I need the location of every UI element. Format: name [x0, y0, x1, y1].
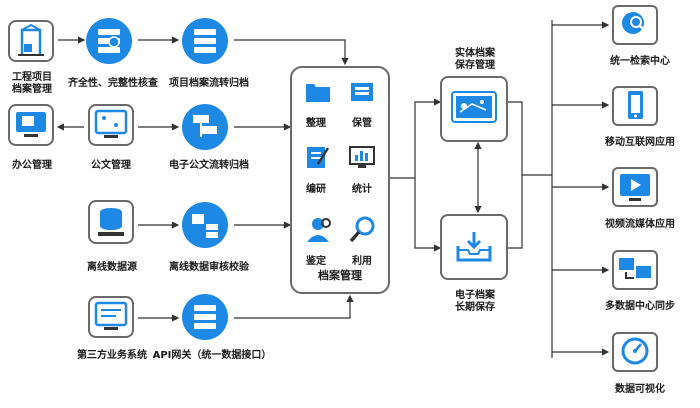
unified-search-label: 统一检索中心 — [610, 56, 670, 67]
item-organize: 整理 — [306, 118, 326, 129]
search-magnifier-icon — [348, 214, 378, 248]
completeness-check-icon — [86, 18, 132, 64]
multi-dc-sync-label: 多数据中心同步 — [605, 301, 675, 312]
item-statistics: 统计 — [352, 184, 372, 195]
item-compile: 编研 — [306, 184, 326, 195]
engineering-label: 工程项目 档案管理 — [12, 72, 52, 95]
offline-review-icon — [182, 202, 228, 248]
official-doc-label: 公文管理 — [91, 160, 131, 171]
official-doc-icon — [88, 104, 134, 146]
archive-management-box: 整理 保管 编研 统计 鉴定 利用 档案管理 — [290, 66, 390, 294]
electronic-storage-label: 电子档案 长期保存 — [455, 290, 495, 313]
office-label: 办公管理 — [12, 160, 52, 171]
engineering-system-icon — [8, 20, 54, 62]
offline-review-label: 离线数据审核校验 — [169, 262, 249, 273]
offline-source-label: 离线数据源 — [87, 262, 137, 273]
e-doc-flow-label: 电子公文流转归档 — [169, 160, 249, 171]
electronic-storage-box — [440, 214, 508, 280]
api-gateway-label: API网关（统一数据接口） — [152, 350, 272, 361]
archive-management-title: 档案管理 — [318, 269, 362, 282]
third-party-label: 第三方业务系统 — [77, 350, 147, 361]
multi-dc-sync-box — [612, 250, 658, 290]
item-utilization: 利用 — [352, 256, 372, 267]
item-appraisal: 鉴定 — [306, 256, 326, 267]
completeness-check-label: 齐全性、完整性核查 — [68, 78, 158, 89]
storage-tray-icon — [348, 80, 376, 108]
unified-search-box — [612, 5, 658, 45]
appraisal-user-icon — [304, 214, 334, 248]
item-custody: 保管 — [352, 118, 372, 129]
api-gateway-icon — [182, 294, 228, 340]
project-archive-flow-icon — [182, 18, 228, 64]
statistics-icon — [348, 144, 376, 174]
project-archive-flow-label: 项目档案流转归档 — [169, 78, 249, 89]
data-visualization-label: 数据可视化 — [615, 384, 665, 395]
mobile-internet-box — [612, 86, 658, 126]
data-visualization-box — [612, 332, 658, 372]
video-streaming-box — [612, 167, 658, 207]
mobile-internet-label: 移动互联网应用 — [605, 137, 675, 148]
third-party-icon — [88, 296, 134, 338]
physical-storage-label: 实体档案 保存管理 — [455, 48, 495, 71]
office-system-icon — [8, 104, 54, 146]
video-streaming-label: 视频流媒体应用 — [605, 219, 675, 230]
offline-source-icon — [88, 200, 134, 244]
e-doc-flow-icon — [182, 104, 228, 150]
physical-storage-box — [440, 76, 508, 142]
folder-icon — [304, 80, 332, 108]
edit-document-icon — [304, 144, 332, 174]
